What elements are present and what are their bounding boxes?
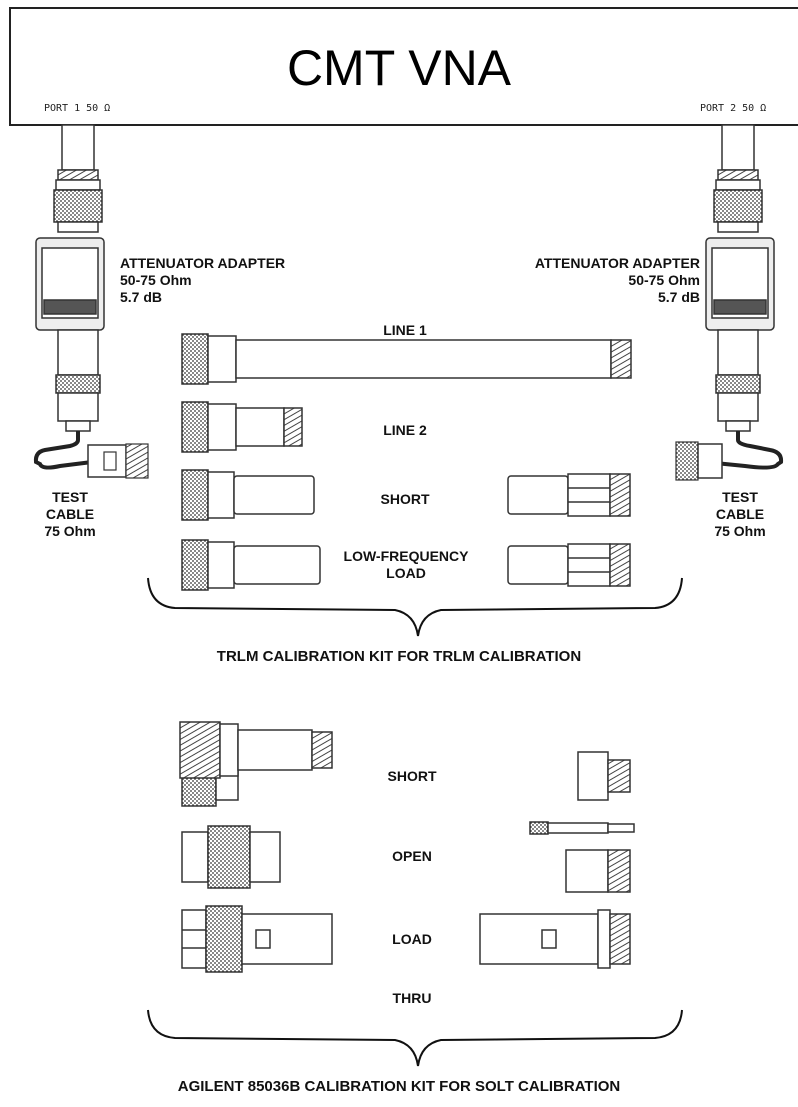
solt-open-right xyxy=(529,821,635,893)
attenuator-adapter-left xyxy=(35,237,105,331)
attenuator-right-line2: 50-75 Ohm xyxy=(628,272,700,288)
cable-left-line2: CABLE xyxy=(45,506,95,522)
solt-thru xyxy=(179,721,333,779)
attenuator-left-line1: ATTENUATOR ADAPTER xyxy=(120,255,286,271)
solt-load-label: LOAD xyxy=(392,931,432,947)
cable-right-line1: TEST xyxy=(722,489,758,505)
attenuator-right-line3: 5.7 dB xyxy=(657,289,700,305)
attenuator-left-line3: 5.7 dB xyxy=(120,289,163,305)
solt-short-label: SHORT xyxy=(387,768,437,784)
trlm-load-male xyxy=(181,539,321,591)
solt-thru-label: THRU xyxy=(392,990,432,1006)
trlm-brace xyxy=(147,577,683,637)
cable-left-line1: TEST xyxy=(52,489,88,505)
solt-load-left xyxy=(181,905,333,973)
trlm-short-label: SHORT xyxy=(380,491,430,507)
trlm-line2-label: LINE 2 xyxy=(383,422,427,438)
trlm-short-male xyxy=(181,469,315,521)
trlm-caption: TRLM CALIBRATION KIT FOR TRLM CALIBRATIO… xyxy=(216,648,582,665)
solt-open-label: OPEN xyxy=(392,848,432,864)
cable-right-line2: CABLE xyxy=(715,506,765,522)
test-cable-label-left: TEST CABLE 75 Ohm xyxy=(30,489,110,540)
attenuator-right-line1: ATTENUATOR ADAPTER xyxy=(534,255,700,271)
cable-left-line3: 75 Ohm xyxy=(44,523,96,539)
test-cable-left xyxy=(33,431,149,479)
trlm-load-line2: LOAD xyxy=(386,565,426,581)
right-port-chain xyxy=(705,124,775,432)
trlm-load-line1: LOW-FREQUENCY xyxy=(343,548,469,564)
trlm-load-female xyxy=(507,543,631,587)
port1-label: PORT 1 50 Ω xyxy=(44,103,111,114)
attenuator-label-right: ATTENUATOR ADAPTER 50-75 Ohm 5.7 dB xyxy=(535,255,700,306)
left-port-chain xyxy=(35,124,105,432)
solt-open-left xyxy=(181,825,281,889)
trlm-load-label: LOW-FREQUENCY LOAD xyxy=(326,548,486,582)
solt-brace xyxy=(147,1009,683,1067)
attenuator-left-line2: 50-75 Ohm xyxy=(120,272,192,288)
test-cable-label-right: TEST CABLE 75 Ohm xyxy=(700,489,780,540)
vna-title: CMT VNA xyxy=(286,40,512,96)
attenuator-adapter-right xyxy=(705,237,775,331)
solt-load-right xyxy=(479,909,631,969)
port2-label: PORT 2 50 Ω xyxy=(700,103,767,114)
solt-caption: AGILENT 85036B CALIBRATION KIT FOR SOLT … xyxy=(177,1078,621,1095)
solt-short-right xyxy=(577,751,631,801)
test-cable-right xyxy=(675,431,784,481)
trlm-line2 xyxy=(181,401,303,453)
trlm-short-female xyxy=(507,473,631,517)
trlm-line1-label: LINE 1 xyxy=(383,322,427,338)
attenuator-label-left: ATTENUATOR ADAPTER 50-75 Ohm 5.7 dB xyxy=(120,255,285,306)
trlm-line1 xyxy=(181,333,632,385)
cable-right-line3: 75 Ohm xyxy=(714,523,766,539)
vna-instrument xyxy=(9,7,798,126)
